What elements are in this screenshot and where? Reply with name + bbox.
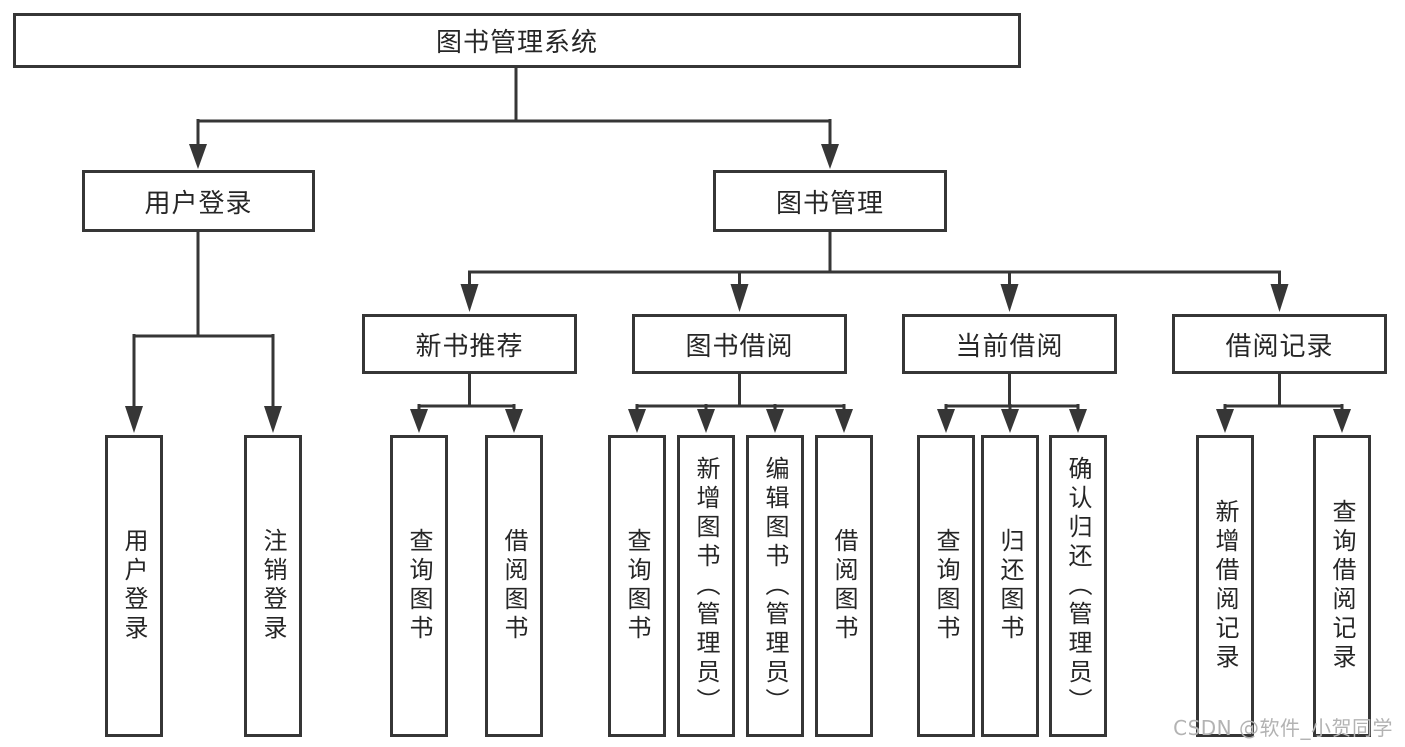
leaf-query-books-borrow: 查询图书	[608, 435, 666, 737]
leaf-return-books: 归还图书	[981, 435, 1039, 737]
leaf-query-borrow-record: 查询借阅记录	[1313, 435, 1371, 737]
node-borrow-records: 借阅记录	[1172, 314, 1387, 374]
leaf-borrow-books: 借阅图书	[815, 435, 873, 737]
leaf-user-login: 用户登录	[105, 435, 163, 737]
node-user-login: 用户登录	[82, 170, 315, 232]
leaf-query-books-current: 查询图书	[917, 435, 975, 737]
node-book-borrow: 图书借阅	[632, 314, 847, 374]
csdn-watermark: CSDN @软件_小贺同学	[1173, 716, 1393, 740]
node-library-system: 图书管理系统	[13, 13, 1021, 68]
node-new-book-recommend: 新书推荐	[362, 314, 577, 374]
node-current-borrow: 当前借阅	[902, 314, 1117, 374]
leaf-edit-book-admin: 编辑图书（管理员）	[746, 435, 804, 737]
leaf-confirm-return-admin: 确认归还（管理员）	[1049, 435, 1107, 737]
node-book-management: 图书管理	[713, 170, 947, 232]
leaf-borrow-books-recommend: 借阅图书	[485, 435, 543, 737]
leaf-add-borrow-record: 新增借阅记录	[1196, 435, 1254, 737]
leaf-logout: 注销登录	[244, 435, 302, 737]
leaf-query-books-recommend: 查询图书	[390, 435, 448, 737]
leaf-add-book-admin: 新增图书（管理员）	[677, 435, 735, 737]
